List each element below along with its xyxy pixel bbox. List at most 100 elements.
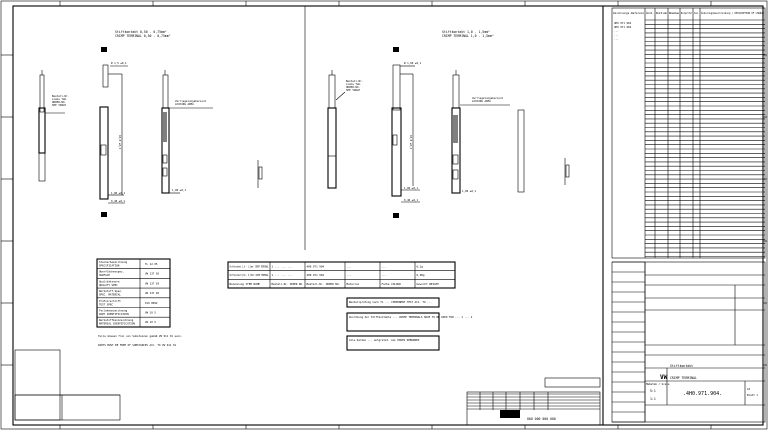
change-header: Name <box>669 11 680 15</box>
dimension-label: Ø 1,60 ±0,1 <box>404 60 422 65</box>
change-header: Zeichnungs-Referenz <box>613 11 644 15</box>
dimension-label: 1,00 ±0,1 <box>172 188 186 192</box>
callout-text: siehe Tab. <box>52 97 68 101</box>
spec-label-en: TEST SPEC <box>99 302 113 306</box>
spec-note: Teile müssen frei von Substanzen gemäß V… <box>98 334 182 338</box>
dimension-label: 0,40 ±0,1 <box>111 199 125 203</box>
part-cell: Stiftkontakt 0,50 - 0,75mm² CRIMP TERMIN… <box>230 273 269 277</box>
spec-label: Werkstoffkennzeichnung <box>99 318 134 322</box>
part-cell: 0,1g <box>417 265 424 269</box>
part-cell: Bestell-Nr. ORDER NO. <box>272 282 304 286</box>
part-cell: ... <box>382 274 387 277</box>
part-cell: Material <box>347 282 360 286</box>
dimension-label: Ø 1,5 ±0,1 <box>111 60 127 65</box>
note-text: Zuordnung der Stiftkontakte ... CRIMP TE… <box>349 315 473 319</box>
part-cell: ... <box>347 266 352 269</box>
spec-value: VW 137 40 <box>145 291 159 295</box>
note-text: Alle Kanten ... entgratet. ALL EDGES DEB… <box>349 338 420 342</box>
dimension-label: 18,8 ±0,3 <box>409 135 413 149</box>
spec-value: ISO 8092 <box>145 301 158 305</box>
spec-label: Prüfvorschrift <box>99 299 121 303</box>
spec-label: Oberflächenspez. <box>99 270 124 274</box>
part-cell: 1 ... ... ... <box>272 265 293 269</box>
part-cell: Farbe COLOUR <box>382 282 402 286</box>
spec-value: VW 10 5 <box>145 311 156 315</box>
spec-label-en: MATERIAL IDENTIFICATION <box>99 322 135 326</box>
part-cell: ... <box>382 266 387 269</box>
spec-table-border <box>96 258 171 328</box>
part-cell: 4H0 971 904 <box>307 265 325 269</box>
sheet-number: Blatt 1 <box>747 393 758 397</box>
callout-text: SEE TABLE <box>52 103 66 107</box>
scale-2: 1:1 <box>650 397 656 401</box>
callout-text: siehe Tab. <box>346 82 362 86</box>
spec-label-en: PART IDENTIFICATION <box>99 312 129 316</box>
ref-item: ... <box>614 34 619 37</box>
format: A3 <box>747 387 751 391</box>
dimension-label: 1,00 ±0,1 <box>111 191 125 195</box>
dimension-label: 0,40 ±0,1 <box>404 198 418 202</box>
ref-item: ... <box>614 30 619 33</box>
callout-text: LOCKING AREA <box>175 102 194 106</box>
revision-block: 000 000 000 000 <box>466 377 601 426</box>
spec-label: Qualitätsnorm <box>99 279 120 283</box>
change-header: Änd. <box>646 10 654 15</box>
pin-section-view <box>391 47 420 218</box>
callout-text: LOCKING AREA <box>472 99 491 103</box>
scale-1: 5:1 <box>650 389 656 393</box>
detail-view <box>257 160 263 188</box>
callout-text: Verriegelungsbereich <box>175 99 207 103</box>
group-logo <box>500 410 520 418</box>
pin-locking-view <box>451 70 510 194</box>
spec-label: Teilekennzeichnung <box>99 309 128 313</box>
dimension-label: 18,8 ±0,3 <box>118 135 122 149</box>
part-table-border <box>227 261 456 289</box>
title-en: CRIMP TERMINAL <box>670 376 697 380</box>
note-text: Bauteilprüfung nach TL ... COMPONENT TES… <box>349 300 432 304</box>
pin-locking-view <box>161 70 213 194</box>
ref-item: 4H0 971 904 <box>614 21 632 25</box>
spec-label-en: SURFACE <box>99 273 110 277</box>
callout-text: Bestell-Nr. <box>346 79 363 83</box>
pin-side-view <box>327 70 346 189</box>
change-header: Datum <box>656 11 668 15</box>
spec-label-en: SPECIFICATION <box>99 264 120 268</box>
scale-label: Maßstab / Scale <box>646 382 670 386</box>
title-de: Stiftkontakt <box>670 364 693 368</box>
drawing-frame <box>12 5 764 426</box>
spec-label-en: SPEC. MATERIAL <box>99 293 121 297</box>
change-header: Normprüfer <box>681 11 692 15</box>
dimension-label: 1,00 ±0,1 <box>404 186 418 190</box>
part-cell: 1 ... ... ... <box>272 273 293 277</box>
dimension-label: 1,00 ±0,1 <box>462 189 476 193</box>
vw-logo: VW <box>660 374 668 381</box>
bottom-left-table <box>14 349 121 421</box>
notes: Bauteilprüfung nach TL ... COMPONENT TES… <box>346 297 473 351</box>
pin-side-view <box>38 70 65 182</box>
pin-section-view <box>99 47 128 217</box>
callout-text: ORDER-NO. <box>346 85 360 89</box>
left-view-title-en: CRIMP TERMINAL 0,50 - 0,75mm² <box>115 34 171 38</box>
part-cell: Benennung ITEM NAME <box>230 282 261 286</box>
drawing-number: 000 000 000 000 <box>527 417 556 421</box>
spec-value: VW 137 03 <box>145 281 159 285</box>
spec-label: Steckerbezeichnung <box>99 260 128 264</box>
part-cell: 0,08g <box>417 273 425 277</box>
change-header: Änderungsbeschreibung / DESCRIPTION OF C… <box>701 10 764 15</box>
change-header: Zust. <box>694 11 699 15</box>
part-number: .4H0.971.904. <box>683 391 722 397</box>
spec-value: VW 10 5 <box>145 320 156 324</box>
part-cell: Stiftkontakt 1,0 - 1,5mm² CRIMP TERMINAL <box>230 265 269 269</box>
spec-value: TL 12 05 <box>145 262 158 266</box>
right-view-title-en: CRIMP TERMINAL 1,0 - 1,5mm² <box>442 34 494 38</box>
left-view: Stiftkontakt 0,50 - 0,75mm² CRIMP TERMIN… <box>38 30 263 217</box>
change-table-border <box>611 7 766 259</box>
ref-item: 4H0 971 904 <box>614 25 632 29</box>
part-cell: Gewicht WEIGHT <box>417 282 440 286</box>
part-cell: 4H0 971 904 <box>307 273 325 277</box>
part-cell: ... <box>347 274 352 277</box>
callout-text: SEE TABLE <box>346 88 360 92</box>
